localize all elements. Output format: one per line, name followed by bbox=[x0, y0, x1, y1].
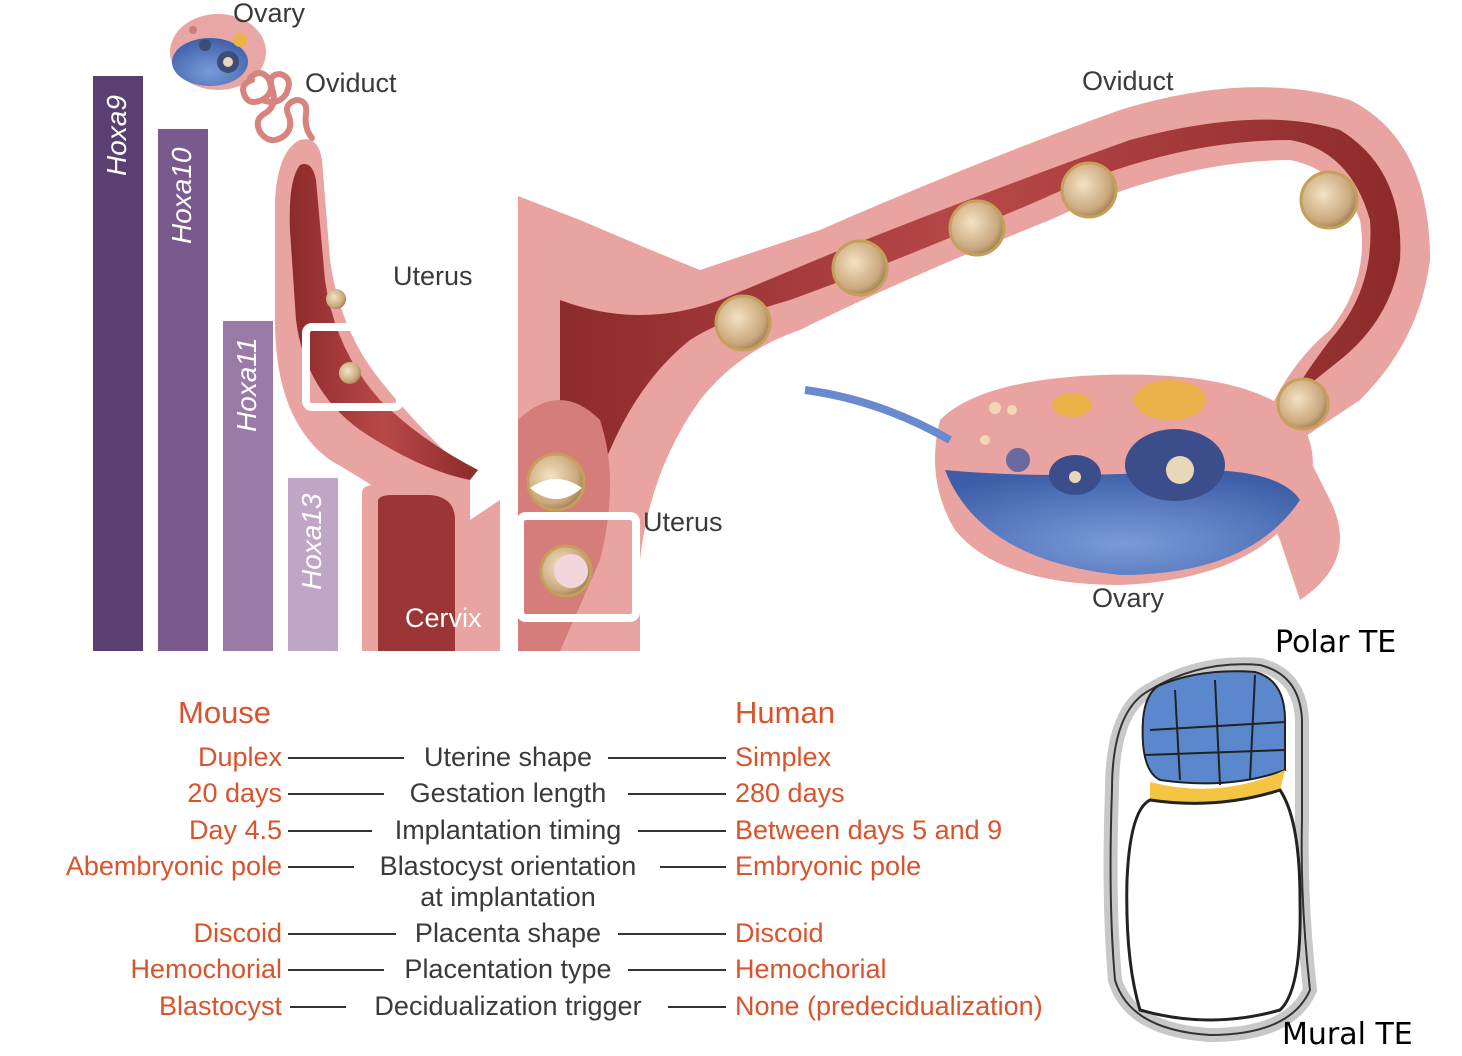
feature-label: Blastocyst orientation bbox=[379, 851, 637, 881]
mouse-uterus bbox=[275, 139, 500, 651]
label-ovary-top: Ovary bbox=[233, 0, 306, 28]
mouse-value: Abembryonic pole bbox=[65, 851, 282, 881]
human-header: Human bbox=[735, 695, 835, 730]
feature-label: at implantation bbox=[420, 882, 596, 912]
table-row: Duplex Uterine shape Simplex bbox=[0, 740, 1100, 774]
table-row: Day 4.5 Implantation timing Between days… bbox=[0, 813, 1100, 847]
human-ovary bbox=[935, 374, 1313, 585]
label-oviduct-left: Oviduct bbox=[305, 68, 397, 98]
feature-label: Implantation timing bbox=[394, 815, 622, 845]
feature-label: Placentation type bbox=[404, 954, 612, 984]
feature-label: Gestation length bbox=[409, 778, 607, 808]
mouse-value: Duplex bbox=[197, 742, 282, 772]
feature-label: Uterine shape bbox=[423, 742, 593, 772]
mouse-oviduct bbox=[240, 70, 315, 144]
label-cervix: Cervix bbox=[405, 603, 482, 633]
mouse-value: Hemochorial bbox=[130, 954, 282, 984]
hox-label-hoxa11: Hoxa11 bbox=[231, 337, 262, 432]
embryo-series bbox=[526, 161, 1359, 598]
hoxa13-bar bbox=[288, 478, 338, 651]
human-tract bbox=[518, 87, 1430, 652]
feature-label: Placenta shape bbox=[414, 918, 602, 948]
hoxa10-bar bbox=[158, 129, 208, 651]
table-row: Blastocyst Decidualization trigger None … bbox=[0, 989, 1100, 1023]
human-value: None (predecidualization) bbox=[735, 991, 1043, 1021]
mouse-value: Blastocyst bbox=[158, 991, 282, 1021]
mouse-value: Discoid bbox=[193, 918, 282, 948]
mouse-ovary bbox=[170, 14, 266, 90]
table-row-continuation: at implantation bbox=[0, 880, 1100, 914]
human-value: Between days 5 and 9 bbox=[735, 815, 1003, 845]
human-value: Discoid bbox=[735, 918, 824, 948]
human-value: Embryonic pole bbox=[735, 851, 922, 881]
label-ovary-right: Ovary bbox=[1092, 583, 1165, 613]
label-uterus-left: Uterus bbox=[393, 261, 473, 291]
label-uterus-right: Uterus bbox=[643, 507, 723, 537]
hox-label-hoxa13: Hoxa13 bbox=[296, 493, 327, 590]
label-polar-te: Polar TE bbox=[1275, 625, 1397, 660]
hox-label-hoxa9: Hoxa9 bbox=[101, 95, 132, 176]
table-row: 20 days Gestation length 280 days bbox=[0, 776, 1100, 810]
human-embryo-highlight bbox=[516, 512, 640, 622]
mouse-header: Mouse bbox=[178, 695, 272, 730]
mouse-value: Day 4.5 bbox=[188, 815, 282, 845]
table-row: Discoid Placenta shape Discoid bbox=[0, 916, 1100, 950]
ovarian-ligament bbox=[804, 386, 952, 444]
human-value: Simplex bbox=[735, 742, 832, 772]
mouse-embryo-highlight bbox=[302, 323, 404, 411]
feature-label: Decidualization trigger bbox=[374, 991, 642, 1021]
table-row: Abembryonic pole Blastocyst orientation … bbox=[0, 849, 1100, 883]
blastocyst-diagram bbox=[1103, 657, 1318, 1043]
hoxa9-bar bbox=[93, 76, 143, 651]
human-value: Hemochorial bbox=[735, 954, 887, 984]
mouse-value: 20 days bbox=[187, 778, 282, 808]
label-oviduct-right: Oviduct bbox=[1082, 66, 1174, 96]
label-mural-te: Mural TE bbox=[1282, 1017, 1413, 1052]
hoxa11-bar bbox=[223, 321, 273, 651]
hox-label-hoxa10: Hoxa10 bbox=[166, 147, 197, 244]
table-row: Hemochorial Placentation type Hemochoria… bbox=[0, 952, 1100, 986]
human-value: 280 days bbox=[735, 778, 845, 808]
